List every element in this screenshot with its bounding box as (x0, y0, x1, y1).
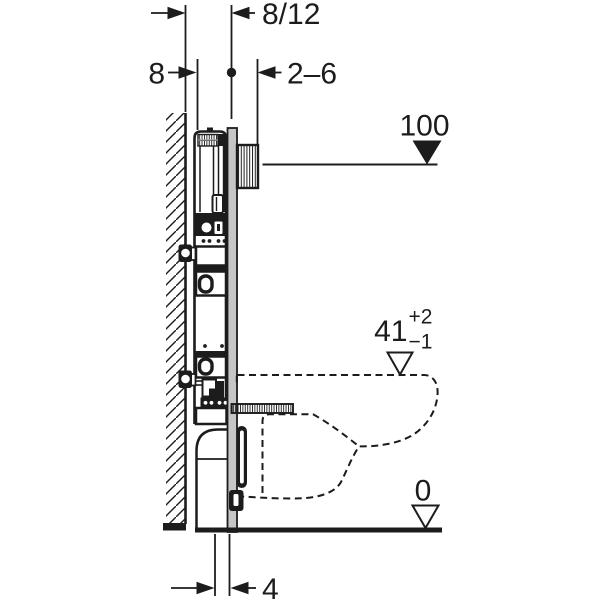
flush-valve-cap (197, 133, 225, 147)
dim-top-width: 8/12 (151, 0, 320, 119)
threaded-rod (230, 403, 294, 414)
pipe-section-box-lower (194, 355, 228, 379)
floor-line (195, 527, 442, 533)
wall-bracket-lower (178, 370, 197, 388)
screw-dot (220, 344, 224, 348)
arrowhead-left-icon (230, 581, 249, 595)
wc-pan-dashed-outline (235, 374, 439, 500)
arrowhead-left-icon (231, 6, 250, 20)
frame-cross-member (194, 245, 228, 267)
dim-wall-offset: 8 (148, 58, 199, 130)
structural-wall (163, 113, 187, 531)
reference-dot-icon (226, 67, 237, 78)
flush-unit-block (195, 219, 227, 236)
drain-bend (195, 428, 232, 528)
frame-band (195, 265, 227, 272)
dim-wall-offset-label: 8 (148, 58, 165, 91)
level-100-label: 100 (399, 110, 449, 143)
dim-panel-range: 2–6 (226, 58, 337, 145)
wall-base (163, 523, 186, 531)
finished-wall-panel (226, 127, 238, 533)
open-level-triangle-icon (385, 351, 415, 377)
wall-bracket-upper (178, 244, 197, 262)
arrowhead-right-icon (167, 6, 186, 20)
pan-inner-outline (261, 413, 360, 493)
cistern-bottom-band (195, 213, 227, 220)
frame-foot (194, 406, 228, 426)
dim-floor-gap-label: 4 (262, 573, 279, 600)
wall-hatch (166, 113, 186, 523)
dim-floor-gap: 4 (171, 534, 279, 600)
arrowhead-right-icon (178, 66, 197, 79)
mounting-frame-cistern (193, 127, 228, 426)
screw-dots-row (201, 239, 227, 243)
level-marker-0: 0 (410, 475, 441, 530)
arrowhead-right-icon (196, 581, 215, 595)
level-0-label: 0 (415, 475, 432, 508)
dim-panel-range-label: 2–6 (287, 58, 337, 91)
screw-dot (203, 344, 207, 348)
pipe-section-box (194, 270, 228, 297)
flush-pipe-sleeve (235, 143, 260, 190)
frame-band (195, 351, 227, 357)
level-41-tolerance-minus: −1 (409, 331, 433, 354)
open-level-triangle-icon (410, 504, 441, 530)
fixing-band (200, 397, 228, 408)
level-marker-41: 41 +2 −1 (374, 306, 433, 377)
outlet-cluster (196, 378, 224, 398)
pan-outer-outline (237, 374, 439, 500)
cistern-top-nub (207, 127, 213, 132)
level-41-label: 41 (374, 315, 407, 348)
filled-level-triangle-icon (412, 140, 442, 165)
level-41-tolerance-plus: +2 (409, 306, 433, 329)
level-marker-100: 100 (262, 110, 450, 166)
pan-fixing-bracket (229, 426, 247, 511)
arrowhead-left-icon (257, 66, 276, 79)
dim-top-width-label: 8/12 (262, 0, 320, 31)
